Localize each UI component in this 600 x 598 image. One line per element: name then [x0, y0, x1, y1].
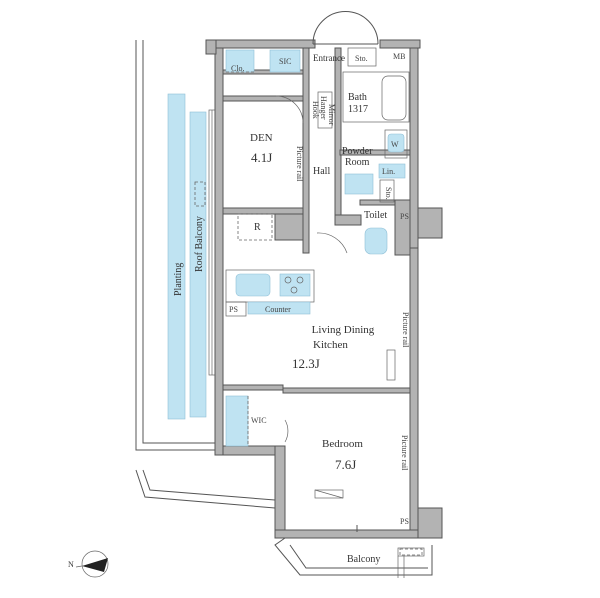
wic-door: [284, 419, 289, 443]
planting-label: Planting: [173, 263, 184, 296]
ps-label-2: PS: [229, 305, 238, 314]
toilet-label: Toilet: [364, 210, 387, 221]
r-label: R: [254, 222, 261, 233]
mirror-label: Mirror: [327, 104, 336, 126]
hall-door: [316, 232, 348, 254]
walls: [205, 39, 443, 539]
wic-label: WIC: [251, 416, 267, 425]
shoe-storage: [269, 49, 301, 73]
balcony-area: [274, 537, 433, 578]
bedroom-bed-marker: [314, 489, 344, 499]
bathtub: [381, 75, 407, 121]
den-size: 4.1J: [251, 150, 272, 165]
ldk-label-1: Living Dining: [312, 324, 375, 336]
hanger-label: Hanger: [319, 96, 328, 120]
picture-rail-label-1: Picture rail: [295, 146, 304, 182]
w-label: W: [391, 140, 399, 149]
compass-north-label: N: [68, 560, 74, 569]
ps-label-1: PS: [400, 212, 409, 221]
ps-label-3: PS: [400, 517, 409, 526]
toilet-fixture: [364, 227, 388, 255]
bathroom: [342, 71, 410, 123]
washing-machine: [387, 133, 405, 153]
entrance-door: [312, 11, 379, 45]
sto-label: Sto.: [355, 54, 368, 63]
kitchen-sink: [235, 273, 271, 297]
ps-kitchen: [225, 301, 247, 317]
entrance-label: Entrance: [313, 53, 345, 63]
wic-storage: [225, 395, 249, 447]
refrigerator-space: [237, 213, 273, 241]
bedroom-size: 7.6J: [335, 457, 356, 472]
lin-label: Lin.: [382, 167, 395, 176]
sto-label-2: Sto.: [384, 187, 393, 200]
linen-storage: [378, 163, 406, 179]
bath-label: Bath: [348, 92, 367, 103]
clo-label: Clo.: [231, 64, 245, 73]
ldk-window: [386, 349, 396, 381]
closet: [225, 49, 255, 73]
counter-label: Counter: [265, 305, 291, 314]
den-door: [275, 95, 304, 124]
powder-label-1: Powder: [342, 146, 373, 157]
roof-balcony-area: [135, 40, 276, 509]
roof-planting-strip: [189, 111, 207, 418]
vanity: [344, 173, 374, 195]
balcony-label: Balcony: [347, 554, 380, 565]
entrance-storage: [347, 47, 377, 67]
hall-label: Hall: [313, 166, 330, 177]
bath-size: 1317: [348, 104, 368, 115]
picture-rail-label-3: Picture rail: [400, 435, 409, 471]
den-label: DEN: [250, 132, 273, 144]
roof-balcony-label: Roof Balcony: [194, 216, 205, 272]
compass: [75, 550, 109, 578]
ldk-size: 12.3J: [292, 356, 320, 371]
sic-label: SIC: [279, 57, 291, 66]
hook-label: Hook: [311, 101, 320, 119]
powder-label-2: Room: [345, 157, 370, 168]
mb-label: MB: [393, 52, 405, 61]
planting-bed: [167, 93, 186, 420]
stove: [279, 273, 311, 297]
ldk-label-2: Kitchen: [313, 339, 348, 351]
picture-rail-label-2: Picture rail: [401, 312, 410, 348]
bedroom-label: Bedroom: [322, 438, 363, 450]
washer-space: [384, 129, 408, 159]
hanger-hook-panel: [317, 91, 333, 129]
counter-top: [247, 301, 311, 315]
